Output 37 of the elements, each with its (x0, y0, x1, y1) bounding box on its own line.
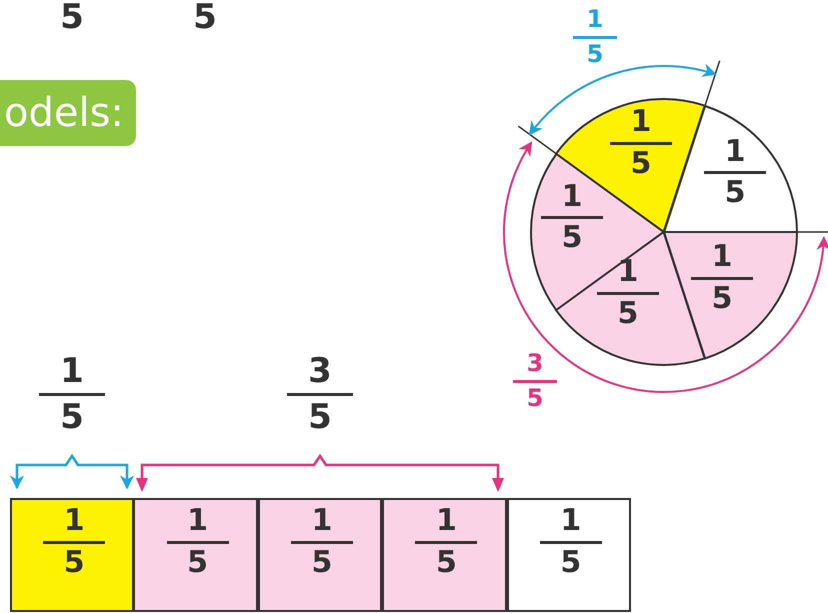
segment-numerator: 1 (64, 504, 85, 538)
fraction-numerator: 1 (60, 352, 84, 392)
fraction-numerator: 3 (308, 352, 332, 392)
slice-denominator: 5 (562, 221, 582, 256)
fraction-numerator: 1 (586, 6, 604, 34)
slice-denominator: 5 (712, 282, 732, 316)
slice-numerator: 1 (712, 240, 732, 274)
bar-segment (506, 498, 631, 612)
heading-banner: odels: (0, 80, 136, 146)
bar-segment (382, 498, 507, 612)
slice-denominator: 5 (630, 146, 652, 181)
slice-numerator: 1 (630, 105, 652, 140)
segment-denominator: 5 (312, 546, 332, 580)
segment-denominator: 5 (187, 546, 208, 580)
segment-numerator: 1 (560, 504, 582, 538)
fraction-denominator: 5 (586, 40, 604, 68)
pie-slice (663, 104, 798, 233)
segment-denominator: 5 (64, 546, 85, 580)
segment-denominator: 5 (436, 546, 457, 580)
fraction-denominator: 5 (308, 398, 332, 438)
slice-numerator: 1 (562, 180, 582, 214)
bar-segment (258, 498, 382, 612)
segment-denominator: 5 (560, 546, 582, 580)
slice-numerator: 1 (724, 134, 746, 170)
fraction-denominator: 5 (526, 384, 544, 412)
number-numerator: 5 (193, 0, 217, 38)
fraction-numerator: 3 (526, 350, 544, 378)
bar-segment (10, 498, 134, 612)
segment-numerator: 1 (312, 504, 332, 538)
number-numerator: 5 (60, 0, 84, 38)
pie-slice (663, 231, 798, 360)
segment-numerator: 1 (436, 504, 457, 538)
fraction-denominator: 5 (60, 398, 84, 438)
segment-numerator: 1 (187, 504, 208, 538)
slice-denominator: 5 (618, 296, 638, 331)
slice-denominator: 5 (724, 176, 746, 211)
bar-segment (133, 498, 258, 612)
